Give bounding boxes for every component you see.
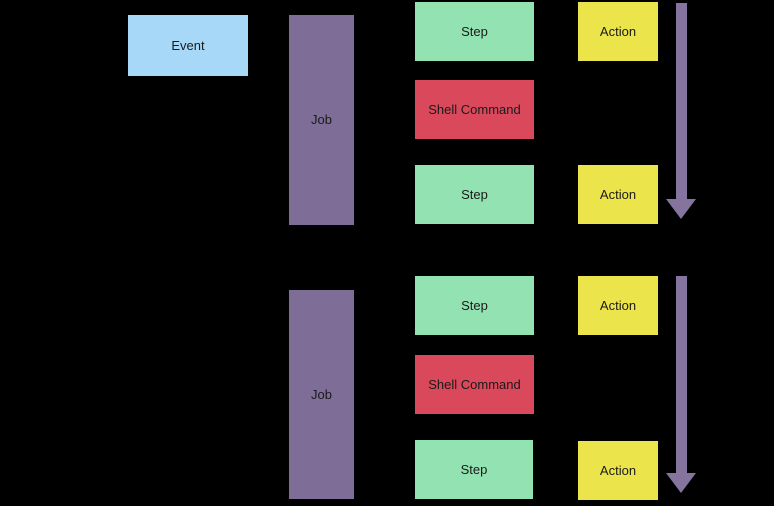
arrow-shaft <box>676 276 687 473</box>
step-node-1: Step <box>415 2 534 61</box>
action-node-1: Action <box>578 2 658 61</box>
arrow-down-icon <box>666 199 696 219</box>
action-node-2: Action <box>578 165 658 224</box>
event-node: Event <box>128 15 248 76</box>
arrow-down-icon <box>666 473 696 493</box>
action-node-3: Action <box>578 276 658 335</box>
step-node-3: Step <box>415 276 534 335</box>
arrow-shaft <box>676 3 687 200</box>
job-node-1: Job <box>289 15 354 225</box>
action-node-4: Action <box>578 441 658 500</box>
shell-command-node-1: Shell Command <box>415 80 534 139</box>
step-node-2: Step <box>415 165 534 224</box>
step-node-4: Step <box>415 440 533 499</box>
shell-command-node-2: Shell Command <box>415 355 534 414</box>
job-node-2: Job <box>289 290 354 499</box>
